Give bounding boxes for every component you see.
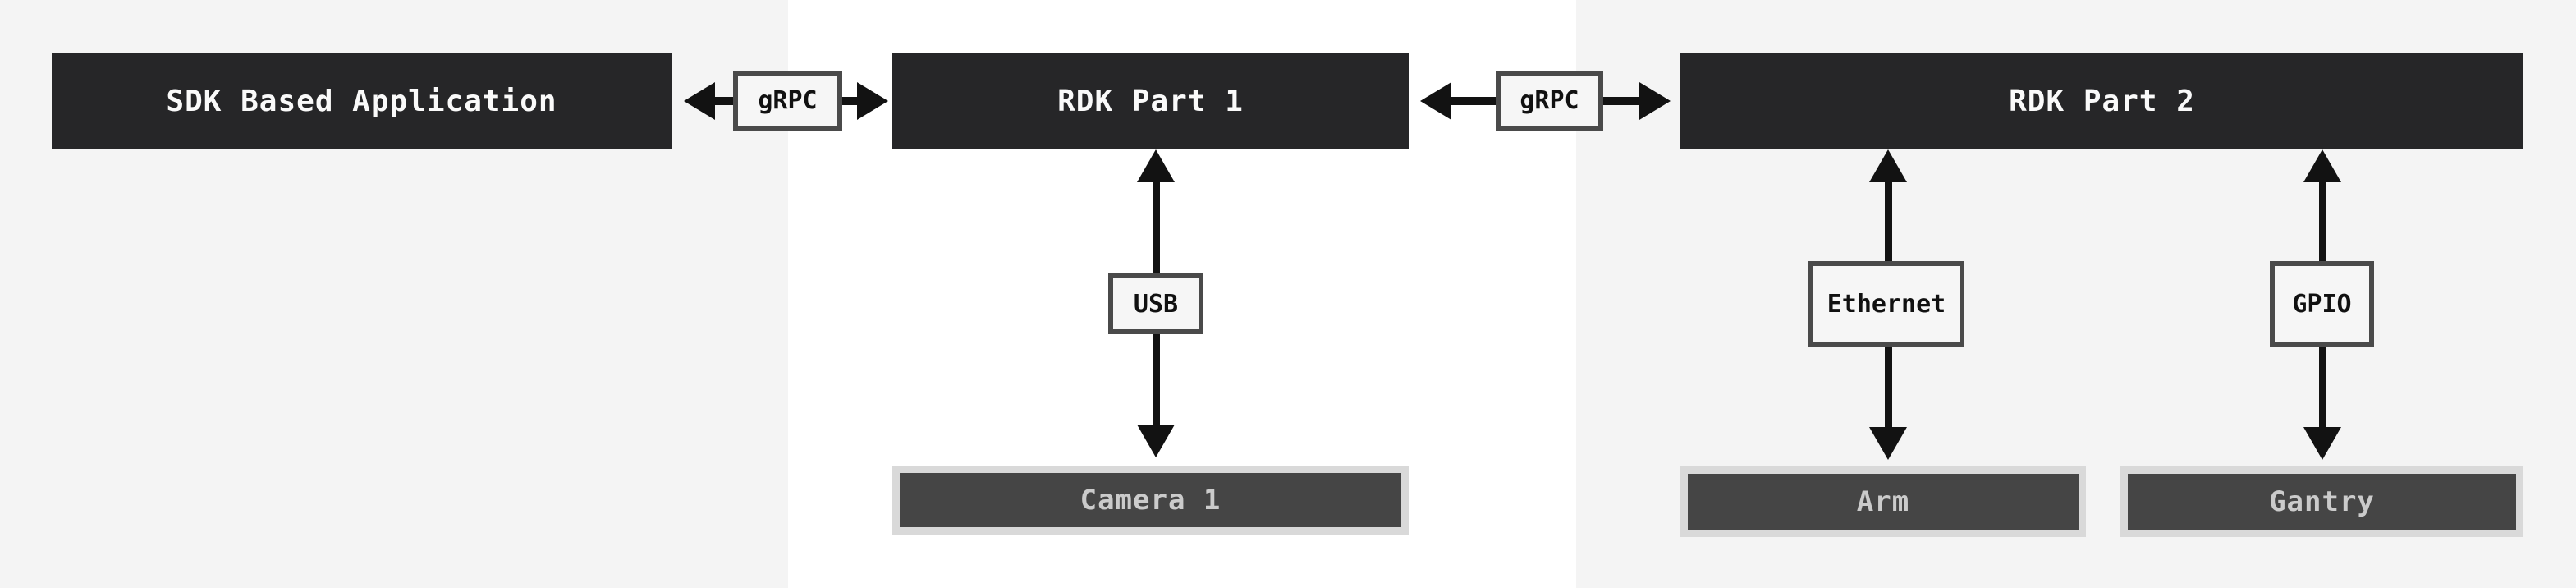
connector-label-gpio: GPIO — [2270, 261, 2374, 347]
connector-label-usb: USB — [1108, 273, 1203, 334]
connector-label-grpc-1: gRPC — [733, 71, 842, 131]
node-rdk-part-2: RDK Part 2 — [1680, 53, 2523, 149]
device-camera-1: Camera 1 — [892, 466, 1409, 535]
node-rdk-part-1: RDK Part 1 — [892, 53, 1409, 149]
node-sdk-based-application: SDK Based Application — [52, 53, 672, 149]
device-arm: Arm — [1680, 466, 2086, 537]
device-gantry: Gantry — [2120, 466, 2523, 537]
connector-label-ethernet: Ethernet — [1808, 261, 1964, 347]
connector-label-grpc-2: gRPC — [1496, 71, 1603, 131]
